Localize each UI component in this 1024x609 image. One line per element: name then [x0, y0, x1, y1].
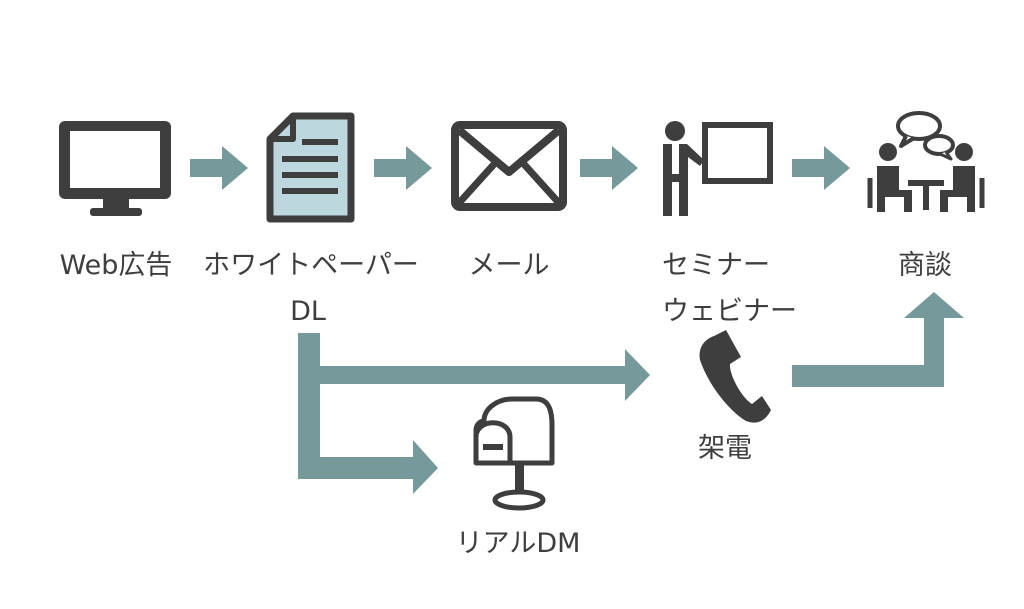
- meeting-label: 商談: [898, 250, 952, 281]
- monitor-icon: [59, 121, 171, 216]
- flow-arrow-whitepaper-to-email: [374, 146, 432, 190]
- whitepaper-label-dl: DL: [290, 296, 326, 327]
- presenter-icon: [663, 121, 773, 216]
- email-label: メール: [468, 250, 550, 281]
- flow-arrow-email-to-seminar: [580, 146, 638, 190]
- flow-arrow-dl-branches: [298, 333, 650, 494]
- flow-arrow-seminar-to-meeting: [792, 146, 850, 190]
- meeting-icon: [867, 111, 985, 212]
- whitepaper-label: ホワイトペーパー: [203, 250, 419, 281]
- document-icon: [266, 112, 355, 223]
- web-ad-label: Web広告: [59, 250, 173, 281]
- flow-arrow-web-to-whitepaper: [190, 146, 248, 190]
- mailbox-icon: [473, 396, 555, 511]
- direct-mail-label: リアルDM: [455, 528, 581, 559]
- seminar-label: セミナー: [662, 250, 770, 281]
- flow-arrow-call-to-meeting: [792, 292, 964, 387]
- envelope-icon: [451, 121, 567, 211]
- phone-icon: [699, 330, 771, 423]
- webinar-label: ウェビナー: [662, 296, 797, 327]
- call-label: 架電: [698, 433, 752, 464]
